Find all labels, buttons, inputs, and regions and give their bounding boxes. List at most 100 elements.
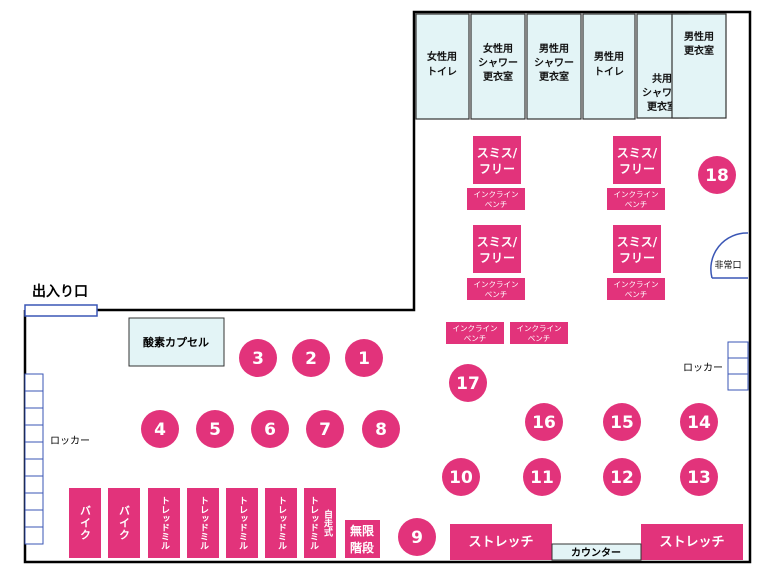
locker-left-cell [24,526,44,545]
locker-left-cell [24,390,44,409]
svg-text:ベンチ: ベンチ [528,334,551,343]
treadmill-self-run: トレッドミル 自走式 [304,488,336,558]
svg-text:7: 7 [319,420,331,440]
locker-left-cell [24,373,44,392]
smith-machine-2: スミス/ フリー [613,136,661,184]
stretch-area-1: ストレッチ [450,524,552,560]
station-6: 6 [251,410,289,448]
svg-text:15: 15 [610,413,634,433]
locker-right-label: ロッカー [683,362,723,374]
locker-left-cell [24,475,44,494]
infinite-stairs: 無限 階段 [345,520,380,558]
svg-text:フリー: フリー [479,162,515,176]
smith-machine-3: スミス/ フリー [473,225,521,273]
svg-text:男性用: 男性用 [539,42,569,55]
station-12: 12 [603,458,641,496]
locker-left-label: ロッカー [50,435,90,447]
svg-text:非常口: 非常口 [714,259,741,271]
svg-text:ベンチ: ベンチ [464,334,487,343]
smith-machine-1: スミス/ フリー [473,136,521,184]
svg-text:16: 16 [532,413,556,433]
locker-left-cell [24,492,44,511]
entrance-label: 出入り口 [32,283,88,300]
svg-text:バイク: バイク [118,505,131,541]
svg-text:更衣室: 更衣室 [483,70,513,83]
svg-text:男性用: 男性用 [684,30,714,43]
svg-text:ストレッチ: ストレッチ [468,535,533,550]
svg-text:無限: 無限 [350,523,374,538]
svg-text:13: 13 [687,468,711,488]
svg-text:2: 2 [305,349,317,369]
station-8: 8 [362,410,400,448]
locker-left-cell [24,407,44,426]
svg-text:4: 4 [154,420,166,440]
room-womens-shower: 女性用 シャワー 更衣室 [470,13,526,120]
stretch-area-2: ストレッチ [641,524,743,560]
oxygen-capsule: 酸素カプセル [128,317,225,367]
incline-bench-5: インクライン ベンチ [446,322,504,344]
svg-text:更衣室: 更衣室 [684,44,714,57]
station-18: 18 [698,156,736,194]
svg-text:自走式: 自走式 [322,508,334,537]
incline-bench-1: インクライン ベンチ [467,188,525,210]
station-7: 7 [306,410,344,448]
locker-right-cell [727,357,749,375]
svg-text:インクライン: インクライン [614,280,659,289]
smith-machine-4: スミス/ フリー [613,225,661,273]
emergency-exit: 非常口 [710,232,749,279]
svg-text:ベンチ: ベンチ [485,290,508,299]
station-2: 2 [292,339,330,377]
room-mens-shower: 男性用 シャワー 更衣室 [526,13,582,120]
svg-text:階段: 階段 [350,540,375,555]
svg-text:11: 11 [530,468,554,488]
svg-text:トイレ: トイレ [427,66,457,78]
svg-text:6: 6 [264,420,276,440]
locker-left-cell [24,509,44,528]
svg-text:ベンチ: ベンチ [625,200,648,209]
treadmill-1: トレッドミル [148,488,180,558]
svg-text:スミス/: スミス/ [617,235,658,249]
svg-text:インクライン: インクライン [614,190,659,199]
room-mens-toilet: 男性用 トイレ [582,13,636,120]
svg-text:トレッドミル: トレッドミル [276,496,287,550]
locker-left [24,373,44,545]
svg-text:ベンチ: ベンチ [485,200,508,209]
station-16: 16 [525,403,563,441]
svg-text:インクライン: インクライン [453,324,498,333]
station-1: 1 [345,339,383,377]
svg-text:トイレ: トイレ [594,66,624,78]
counter: カウンター [551,543,642,561]
entrance-door [24,304,98,317]
locker-right-cell [727,373,749,391]
svg-text:男性用: 男性用 [594,50,624,63]
locker-right [727,341,749,391]
svg-text:インクライン: インクライン [474,280,519,289]
svg-text:更衣室: 更衣室 [647,100,677,113]
svg-text:女性用: 女性用 [483,42,513,55]
locker-right-cell [727,341,749,359]
station-9: 9 [398,518,436,556]
svg-text:5: 5 [209,420,221,440]
incline-bench-2: インクライン ベンチ [607,188,665,210]
svg-text:14: 14 [687,413,711,433]
station-15: 15 [603,403,641,441]
incline-bench-6: インクライン ベンチ [510,322,568,344]
svg-text:フリー: フリー [479,251,515,265]
outer-wall [23,10,752,564]
svg-text:更衣室: 更衣室 [539,70,569,83]
svg-text:フリー: フリー [619,162,655,176]
svg-text:共用: 共用 [652,72,672,85]
svg-text:18: 18 [705,166,729,186]
svg-text:フリー: フリー [619,251,655,265]
bike-1: バイク [69,488,101,558]
svg-text:9: 9 [411,528,423,548]
svg-text:スミス/: スミス/ [477,235,518,249]
locker-left-cell [24,458,44,477]
incline-bench-4: インクライン ベンチ [607,278,665,300]
svg-text:シャワー: シャワー [534,57,574,69]
svg-text:17: 17 [456,374,480,394]
station-10: 10 [442,458,480,496]
svg-text:10: 10 [449,468,473,488]
